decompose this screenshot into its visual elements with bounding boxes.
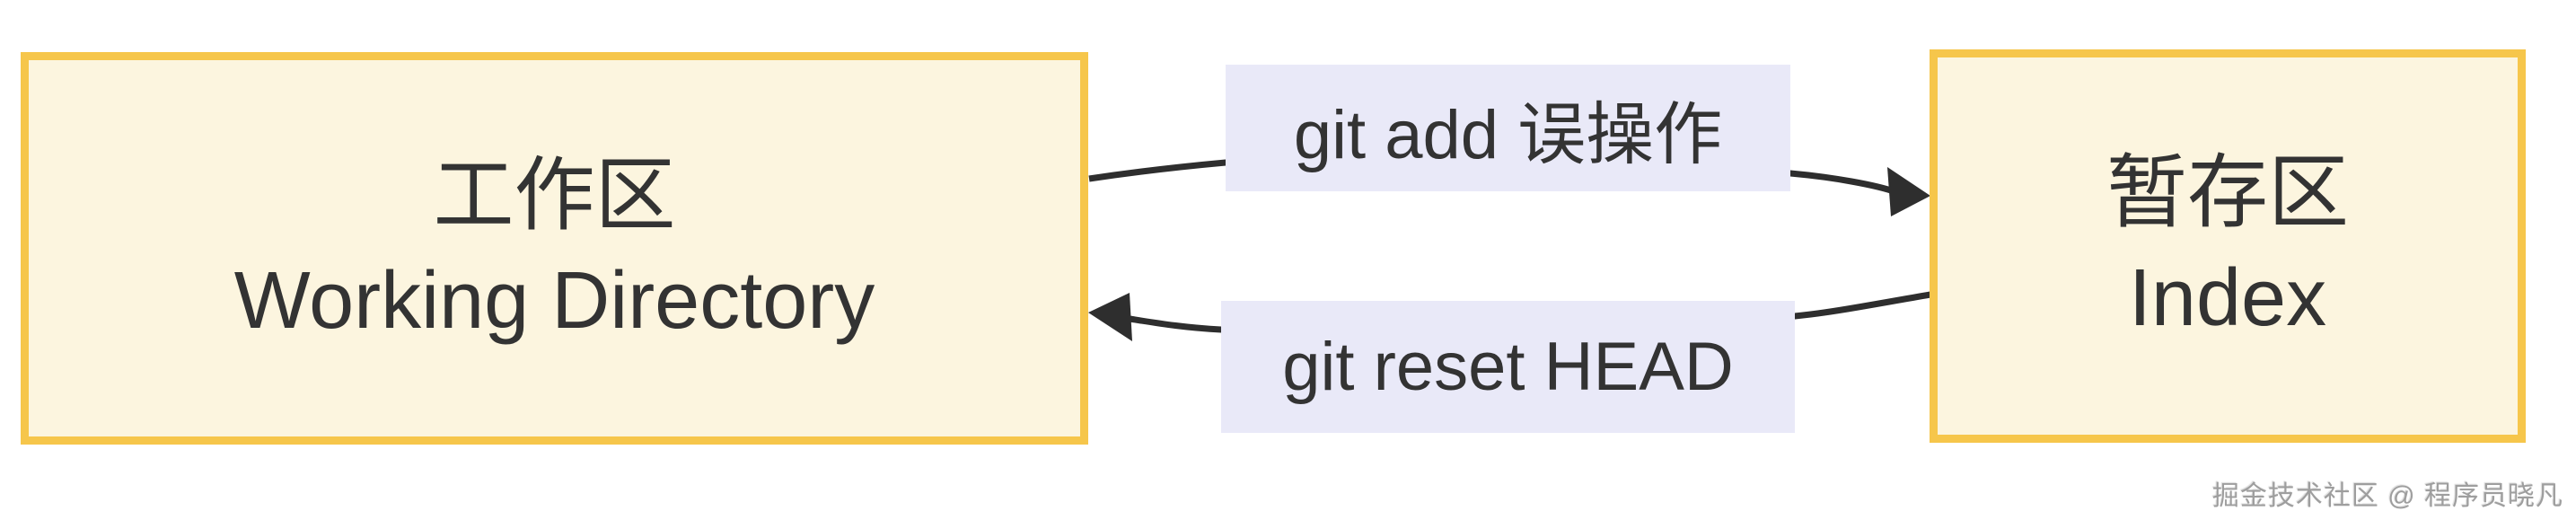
edge-label-git-reset: git reset HEAD bbox=[1221, 301, 1795, 433]
arrowhead-left-icon bbox=[1088, 293, 1132, 341]
edge-label-git-reset-text: git reset HEAD bbox=[1282, 329, 1734, 405]
edge-label-git-add: git add 误操作 bbox=[1226, 65, 1790, 191]
arrowhead-right-icon bbox=[1887, 167, 1930, 216]
node-index-label-en: Index bbox=[2128, 253, 2327, 343]
watermark: 掘金技术社区 @ 程序员晓凡 bbox=[2211, 481, 2563, 511]
node-index-label-cn: 暂存区 bbox=[2106, 148, 2349, 238]
node-working-directory-label-cn: 工作区 bbox=[433, 150, 676, 241]
edge-label-git-add-text: git add 误操作 bbox=[1293, 96, 1723, 173]
node-working-directory-label-en: Working Directory bbox=[233, 255, 875, 346]
node-index: 暂存区 Index bbox=[1930, 49, 2526, 443]
node-working-directory: 工作区 Working Directory bbox=[21, 52, 1088, 445]
